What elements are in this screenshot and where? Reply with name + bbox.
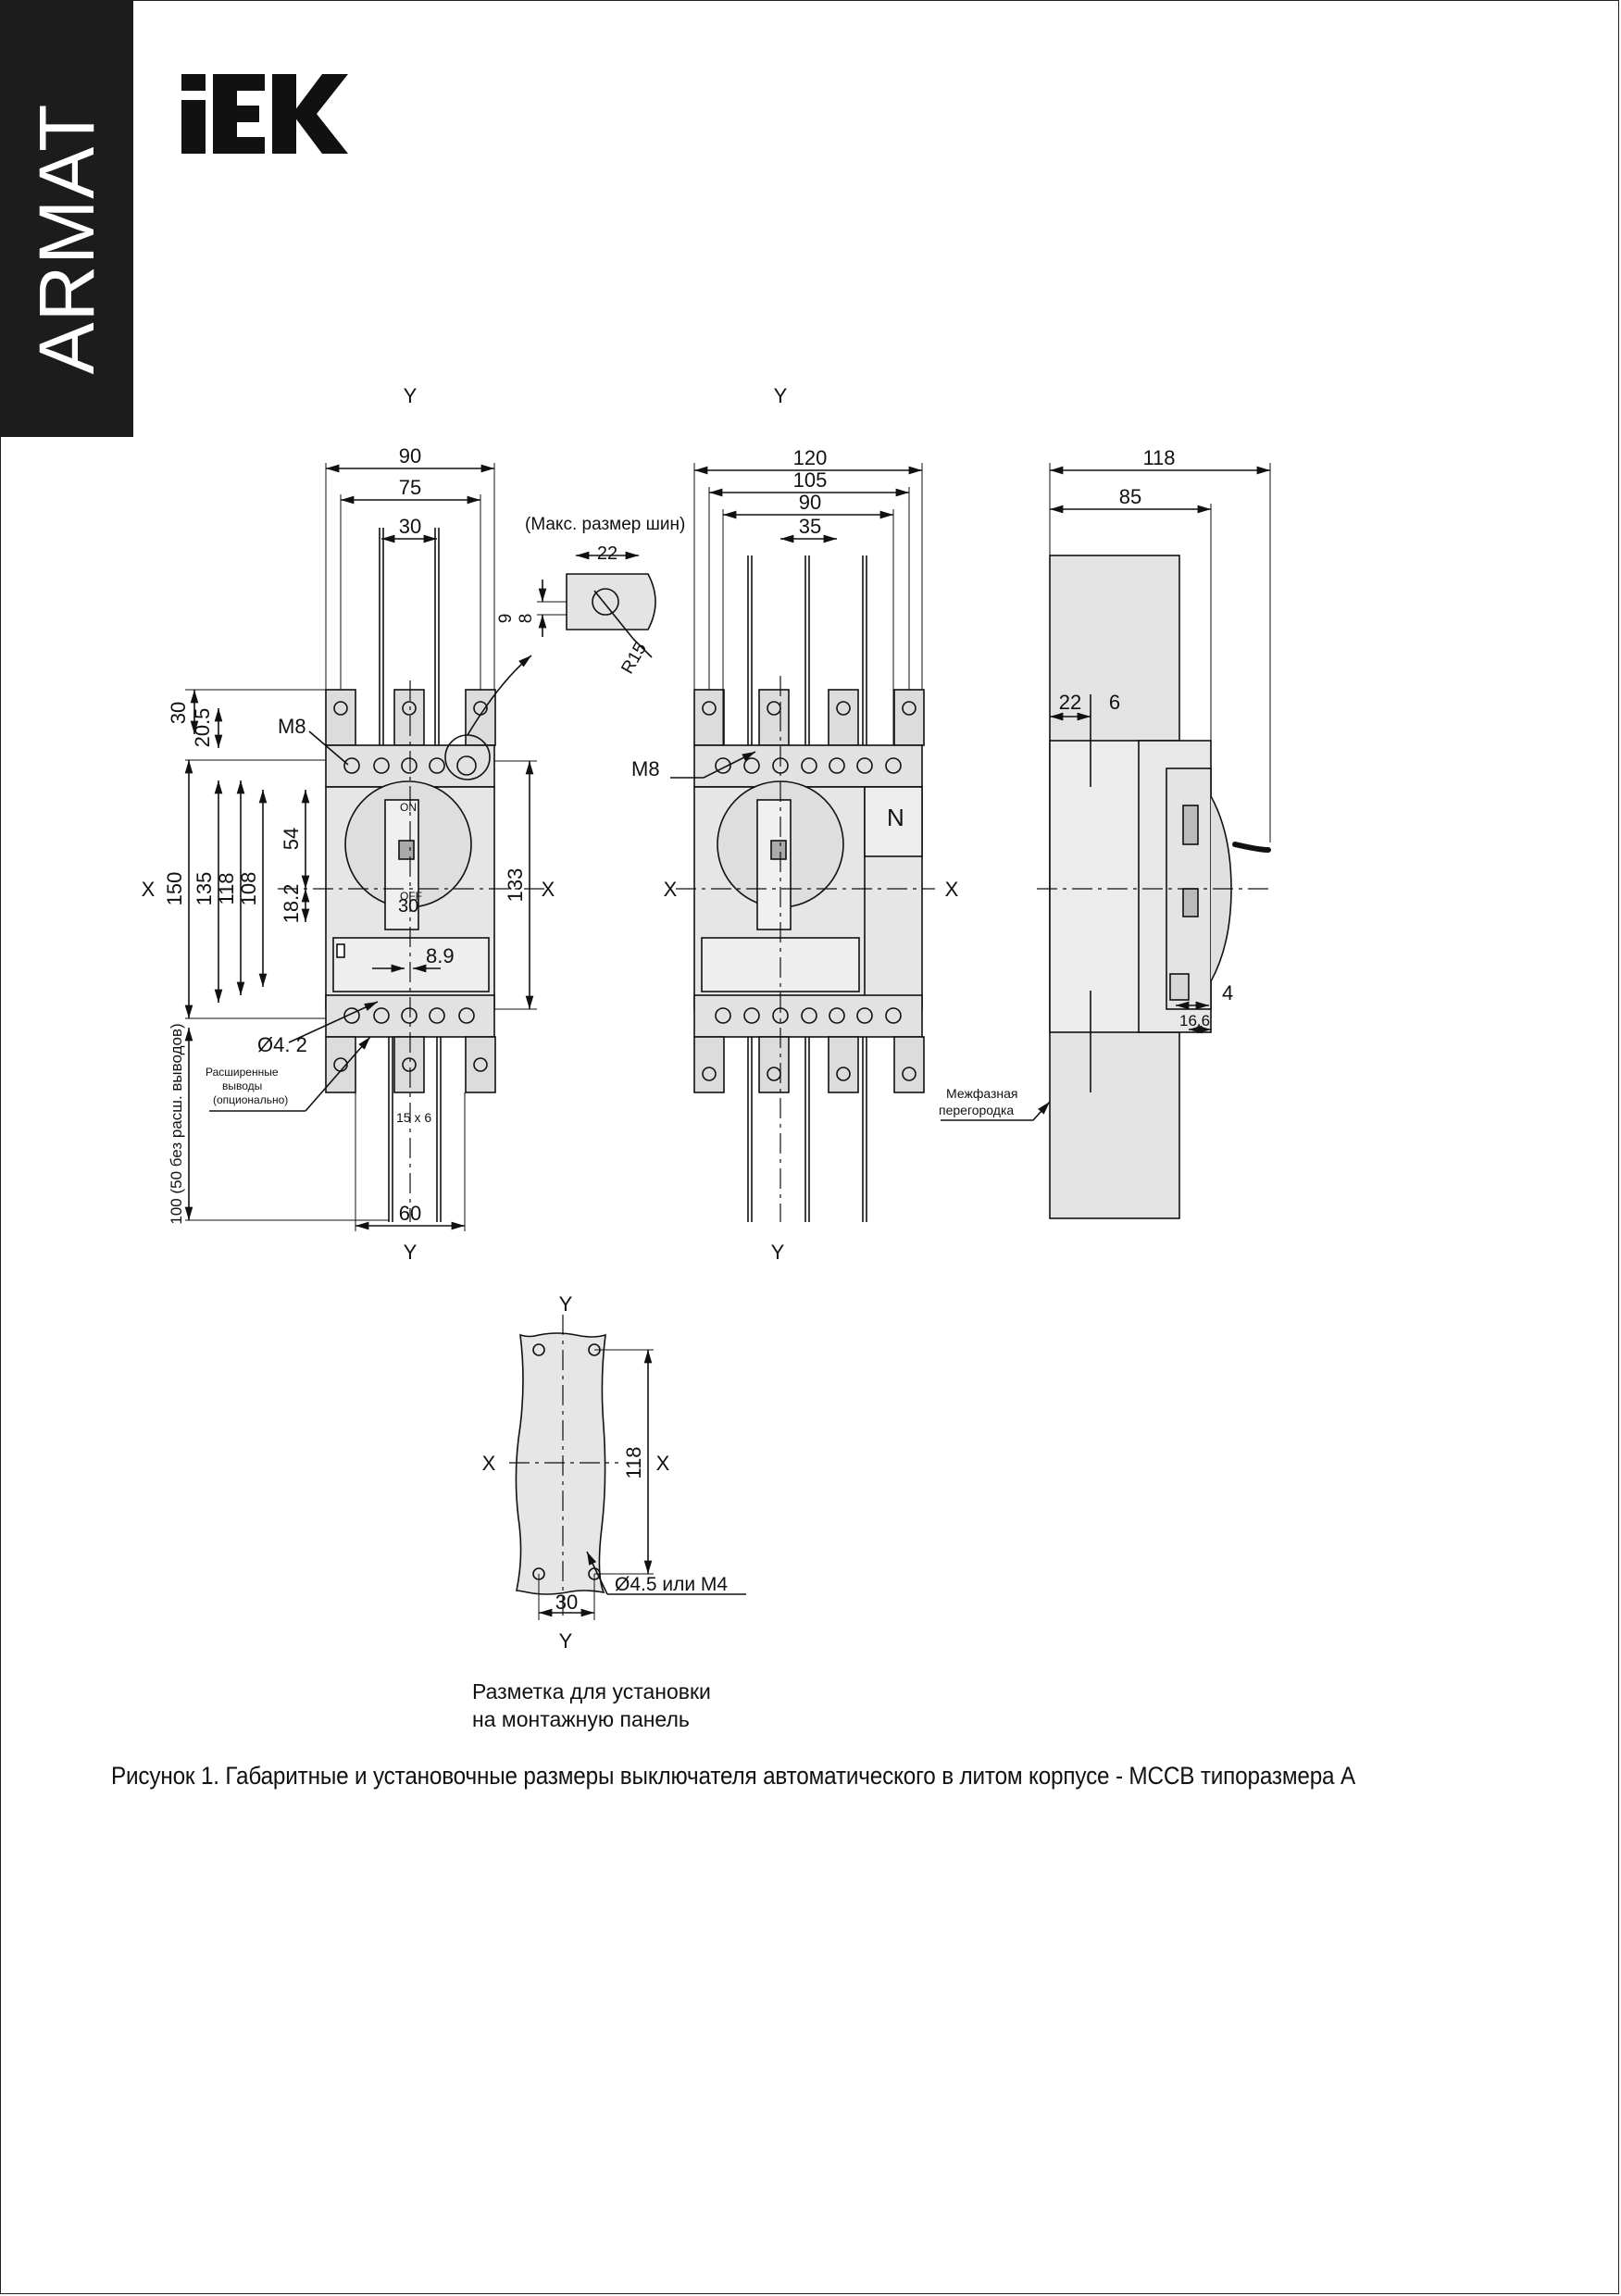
label-extended-3: (опционально)	[213, 1093, 288, 1106]
dim-6-side: 6	[1109, 691, 1120, 714]
dim-90-4p: 90	[799, 491, 821, 514]
label-extended-2: выводы	[222, 1079, 262, 1092]
figure-caption: Рисунок 1. Габаритные и установочные раз…	[111, 1762, 1355, 1790]
dim-8-9: 8.9	[426, 944, 455, 967]
busbar-dim-8: 8	[517, 614, 536, 624]
axis-y-bottom-2: Y	[771, 1241, 785, 1264]
busbar-title: (Макс. размер шин)	[525, 515, 685, 534]
label-off: OFF	[400, 890, 422, 903]
label-partition-1: Межфазная	[946, 1086, 1017, 1101]
dim-54: 54	[280, 828, 303, 850]
label-on: ON	[400, 801, 417, 814]
dim-85: 85	[1119, 485, 1141, 508]
mounting-template	[509, 1315, 746, 1620]
dim-hole-30: 30	[398, 896, 418, 917]
axis-y-bottom-1: Y	[404, 1241, 418, 1264]
dim-90-front: 90	[399, 444, 421, 468]
label-m8-front: M8	[278, 715, 306, 738]
front-view	[184, 463, 546, 1231]
dim-22-side: 22	[1059, 691, 1081, 714]
axis-y-top-2: Y	[774, 384, 788, 407]
label-partition-2: перегородка	[939, 1103, 1014, 1117]
mounting-caption-line1: Разметка для установки	[472, 1679, 711, 1703]
dim-105: 105	[793, 468, 828, 492]
axis-x-left-2: X	[664, 878, 678, 901]
four-pole-view	[670, 463, 935, 1222]
axis-y-top-1: Y	[404, 384, 418, 407]
brand-sidebar: ARMAT	[0, 0, 133, 437]
busbar-dim-22: 22	[597, 543, 617, 564]
label-15x6: 15 x 6	[396, 1110, 431, 1125]
dim-4-side: 4	[1222, 981, 1233, 1004]
axis-y-top-3: Y	[559, 1292, 573, 1316]
iek-logo	[181, 74, 348, 154]
busbar-dim-9: 9	[496, 614, 516, 624]
dim-18-2: 18.2	[280, 884, 303, 924]
label-neutral: N	[887, 804, 904, 831]
dim-30-front: 30	[399, 515, 421, 538]
dim-60-front: 60	[399, 1202, 421, 1225]
mount-hole-label: Ø4.5 или M4	[615, 1574, 728, 1595]
busbar-detail	[537, 551, 656, 658]
dim-150: 150	[163, 872, 186, 906]
axis-x-right-2: X	[945, 878, 959, 901]
dim-118-front: 118	[215, 872, 238, 905]
busbar-r15: R15	[617, 640, 651, 678]
dim-108: 108	[237, 872, 260, 906]
axis-x-right-3: X	[656, 1452, 670, 1475]
dim-100-extended: 100 (50 без расш. выводов)	[168, 1023, 185, 1224]
mounting-caption: Разметка для установки на монтажную пане…	[472, 1678, 711, 1733]
axis-x-left-1: X	[142, 878, 156, 901]
side-view	[941, 463, 1271, 1219]
label-m8-4p: M8	[631, 757, 660, 780]
dim-75-front: 75	[399, 476, 421, 499]
dim-120: 120	[793, 446, 828, 469]
axis-x-left-3: X	[482, 1452, 496, 1475]
label-d4-2: Ø4. 2	[257, 1033, 307, 1056]
dim-35: 35	[799, 515, 821, 538]
dim-16-6: 16.6	[1179, 1012, 1210, 1029]
dim-133: 133	[504, 868, 527, 903]
mount-dim-118: 118	[622, 1446, 645, 1479]
dim-20-5: 20.5	[191, 708, 214, 748]
axis-x-right-1: X	[542, 878, 555, 901]
label-extended-1: Расширенные	[206, 1066, 279, 1079]
axis-y-bottom-3: Y	[559, 1629, 573, 1653]
dim-135: 135	[193, 872, 216, 906]
mounting-caption-line2: на монтажную панель	[472, 1707, 690, 1731]
dim-118-side: 118	[1142, 446, 1175, 469]
dim-30-vertical: 30	[167, 702, 190, 724]
mount-dim-30: 30	[555, 1591, 578, 1614]
